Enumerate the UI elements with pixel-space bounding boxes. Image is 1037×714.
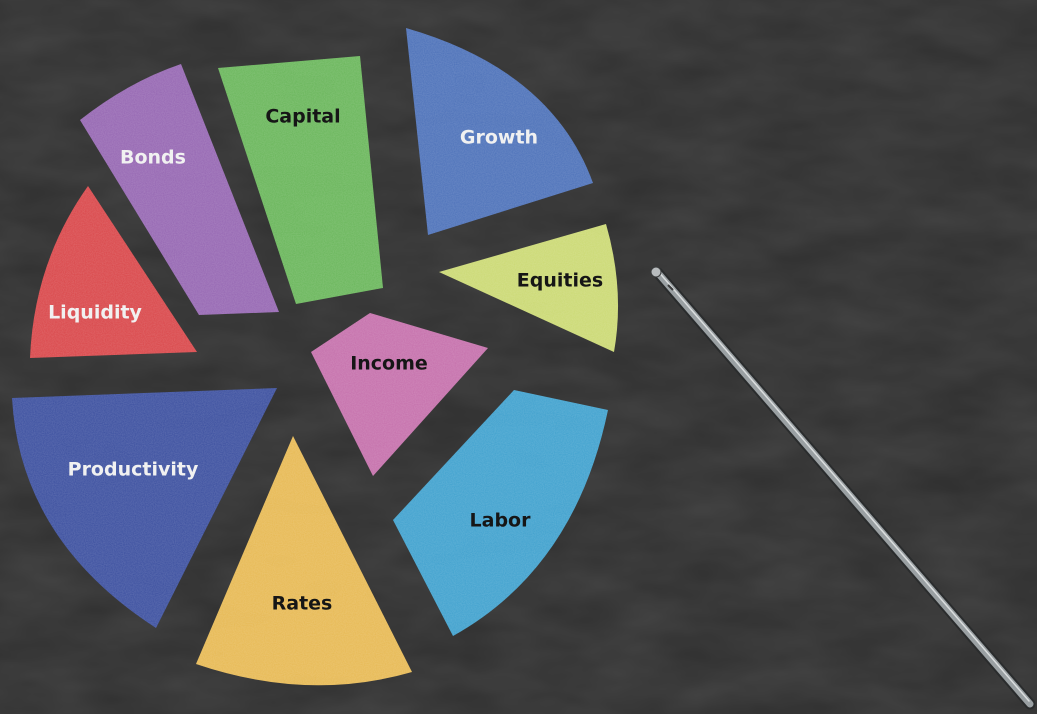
- segment-equities-label: Equities: [517, 270, 603, 292]
- segment-productivity: Productivity: [12, 388, 277, 628]
- segment-liquidity-label: Liquidity: [48, 302, 142, 324]
- segment-bonds-label: Bonds: [120, 147, 186, 169]
- segment-capital: Capital: [218, 56, 383, 304]
- chalk-grain-texture: [12, 388, 277, 628]
- chalk-grain-texture: [439, 224, 619, 352]
- segment-capital-label: Capital: [265, 106, 340, 128]
- segment-rates-label: Rates: [272, 593, 333, 615]
- segment-income: Income: [311, 313, 488, 476]
- segment-liquidity: Liquidity: [30, 186, 197, 358]
- segment-rates: Rates: [196, 436, 412, 686]
- segment-bonds: Bonds: [80, 64, 279, 315]
- pie-chart: Capital Growth Equities Labor Rates Prod…: [12, 28, 619, 686]
- pointer-stick-icon: [650, 266, 1036, 710]
- chalk-grain-texture: [406, 28, 593, 235]
- chalk-grain-texture: [30, 186, 197, 358]
- chalk-grain-texture: [80, 64, 279, 315]
- segment-growth-label: Growth: [460, 127, 538, 149]
- chalk-grain-texture: [196, 436, 412, 686]
- segment-labor-label: Labor: [470, 510, 532, 532]
- segment-income-label: Income: [350, 353, 428, 375]
- segment-labor: Labor: [393, 390, 608, 636]
- segment-growth: Growth: [406, 28, 593, 235]
- segment-productivity-label: Productivity: [68, 459, 199, 481]
- chalk-grain-texture: [311, 313, 488, 476]
- chalk-grain-texture: [393, 390, 608, 636]
- segment-equities: Equities: [439, 224, 619, 352]
- chalk-grain-texture: [218, 56, 383, 304]
